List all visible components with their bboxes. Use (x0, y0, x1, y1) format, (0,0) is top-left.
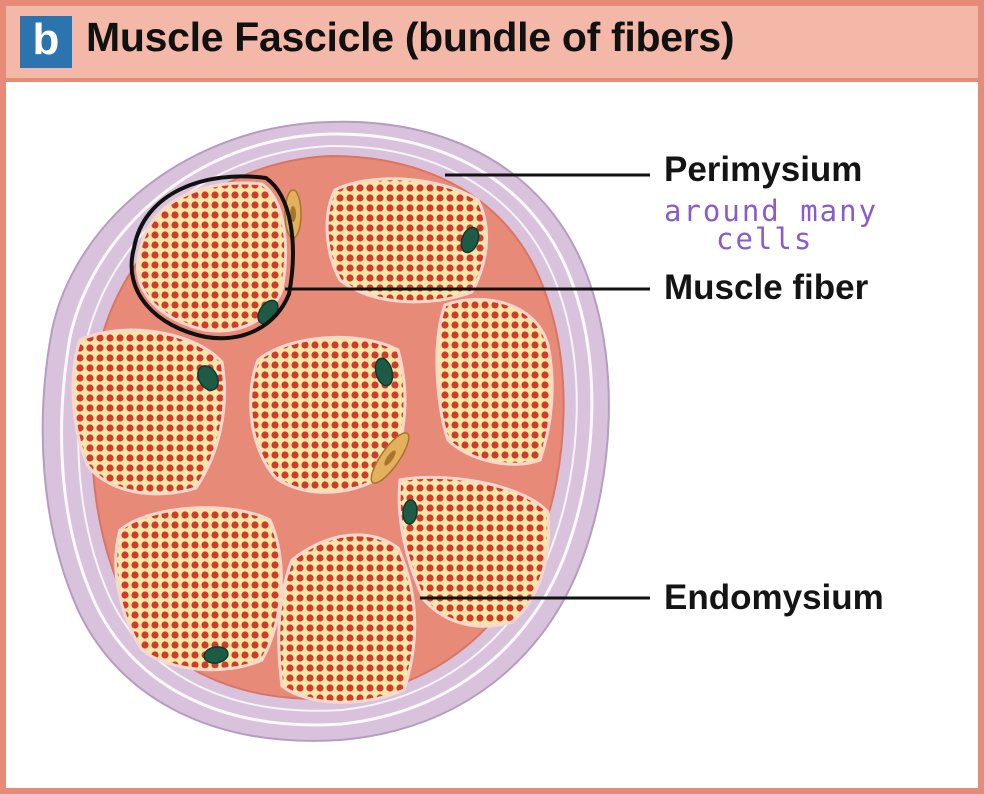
handwritten-note-line-2: cells (716, 222, 814, 256)
nucleus (402, 499, 418, 525)
panel-letter-badge: b (20, 16, 72, 68)
muscle-fiber-cross-section (277, 533, 417, 704)
nucleus (197, 365, 219, 391)
nucleus (203, 646, 229, 664)
handwritten-note-line-1: around many (664, 194, 879, 228)
nucleus (374, 357, 394, 387)
nucleus (460, 226, 480, 254)
muscle-fiber-label: Muscle fiber (664, 268, 869, 307)
muscle-fiber-cross-section (435, 297, 554, 466)
muscle-fiber-cross-section (397, 475, 551, 628)
panel-header: b Muscle Fascicle (bundle of fibers) (6, 6, 978, 82)
muscle-fiber-cross-section (136, 181, 288, 333)
muscle-fiber-cross-section (71, 328, 226, 496)
endomysium-label: Endomysium (664, 578, 884, 617)
muscle-fiber-cross-section (325, 177, 489, 304)
perimysium-label: Perimysium (664, 150, 863, 189)
highlighted-muscle-fiber-outline (129, 174, 295, 341)
panel-title: Muscle Fascicle (bundle of fibers) (86, 14, 735, 60)
muscle-fiber-cross-section (114, 506, 283, 672)
